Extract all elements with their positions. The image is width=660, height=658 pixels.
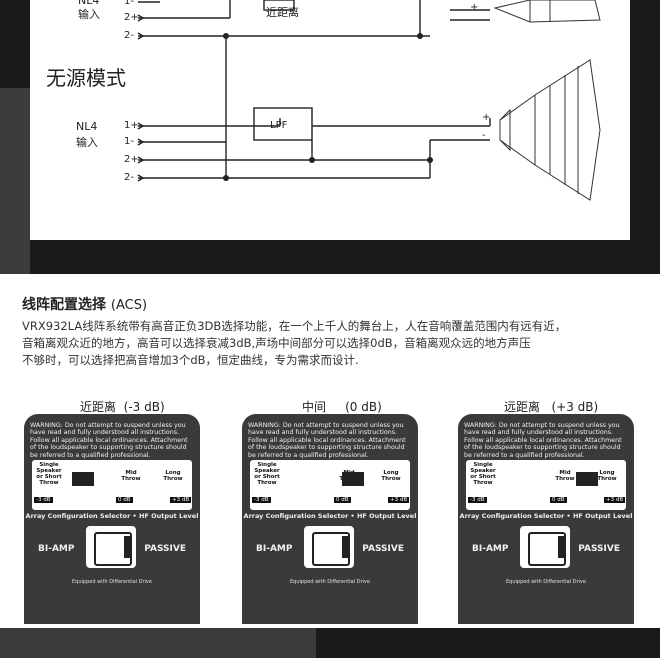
warning-text: WARNING: Do not attempt to suspend unles… (248, 422, 406, 459)
warning-text: WARNING: Do not attempt to suspend unles… (30, 422, 188, 459)
long-throw-label: Long Throw (381, 470, 401, 482)
acs-title-suffix: (ACS) (110, 298, 148, 313)
lpf-label: LPF (270, 120, 288, 131)
warning-text: WARNING: Do not attempt to suspend unles… (464, 422, 622, 459)
top-plus-sign: + (470, 2, 479, 13)
gray-accent-left (0, 88, 30, 274)
long-throw-label: Long Throw (597, 470, 617, 482)
biamp-label: BI-AMP (472, 544, 509, 554)
mid-throw-label: Mid Throw (555, 470, 575, 482)
pin-2-plus: 2+ (124, 154, 139, 165)
passive-label: PASSIVE (144, 544, 186, 554)
biamp-label: BI-AMP (256, 544, 293, 554)
mode-switch[interactable] (304, 526, 354, 568)
panel-caption-mid: 中间 (0 dB) (302, 400, 382, 414)
db-minus3: -3 dB (252, 497, 271, 503)
acs-slider-knob[interactable] (576, 472, 598, 486)
panel-caption-near: 近距离 (-3 dB) (80, 400, 165, 414)
acs-body-line-2: 音箱离观众近的地方，高音可以选择衰减3dB,声场中间部分可以选择0dB，音箱离观… (22, 336, 531, 350)
acs-caption: Array Configuration Selector • HF Output… (459, 512, 633, 520)
biamp-label: BI-AMP (38, 544, 75, 554)
panel-caption-far: 远距离 (+3 dB) (504, 400, 599, 414)
acs-panel-near: WARNING: Do not attempt to suspend unles… (24, 414, 200, 624)
acs-slider-knob[interactable] (72, 472, 94, 486)
db-minus3: -3 dB (468, 497, 487, 503)
top-pin-2: 2+ (124, 12, 139, 23)
acs-caption: Array Configuration Selector • HF Output… (243, 512, 417, 520)
wiring-diagram-lines (137, 0, 601, 201)
acs-caption: Array Configuration Selector • HF Output… (25, 512, 199, 520)
pin-1-minus: 1- (124, 136, 134, 147)
acs-title: 线阵配置选择 (ACS) (22, 294, 147, 314)
acs-switch-box: Single Speaker or Short Throw Mid Throw … (32, 460, 192, 510)
equipped-text: Equipped with Differential Drive (290, 579, 370, 585)
top-pin-3: 2- (124, 30, 134, 41)
minus-sign: - (482, 130, 486, 141)
mode-switch[interactable] (520, 526, 570, 568)
acs-panel-far: WARNING: Do not attempt to suspend unles… (458, 414, 634, 624)
horn-speaker-lower (499, 59, 601, 201)
short-throw-label: Single Speaker or Short Throw (254, 462, 280, 486)
db-plus3: +3 dB (604, 497, 626, 503)
equipped-text: Equipped with Differential Drive (506, 579, 586, 585)
bottom-band (0, 628, 660, 658)
acs-panel-mid: WARNING: Do not attempt to suspend unles… (242, 414, 418, 624)
passive-label: PASSIVE (362, 544, 404, 554)
equipped-text: Equipped with Differential Drive (72, 579, 152, 585)
short-throw-label: Single Speaker or Short Throw (470, 462, 496, 486)
db-plus3: +3 dB (388, 497, 410, 503)
top-pin-1: 1- (124, 0, 134, 7)
input-label-input: 输入 (76, 136, 98, 149)
acs-body-line-3: 不够时，可以选择把高音增加3个dB，恒定曲线，专为需求而设计. (22, 353, 359, 367)
mode-switch[interactable] (86, 526, 136, 568)
passive-mode-title: 无源模式 (46, 66, 126, 90)
db-zero: 0 dB (116, 497, 133, 503)
short-throw-label: Single Speaker or Short Throw (36, 462, 62, 486)
db-zero: 0 dB (334, 497, 351, 503)
acs-description: VRX932LA线阵系统带有高音正负3DB选择功能，在一个上千人的舞台上，人在音… (22, 318, 642, 369)
acs-slider-knob[interactable] (342, 472, 364, 486)
pin-2-minus: 2- (124, 172, 134, 183)
top-band: NL4 输入 1- 2+ 2- 近距离 无源模式 NL4 输入 1+ 1- 2+… (0, 0, 660, 274)
pin-1-plus: 1+ (124, 120, 139, 131)
input-label-nl4: NL4 (76, 120, 98, 133)
acs-switch-box: Single Speaker or Short Throw Mid Throw … (466, 460, 626, 510)
acs-body-line-1: VRX932LA线阵系统带有高音正负3DB选择功能，在一个上千人的舞台上，人在音… (22, 319, 567, 333)
horn-speaker-upper (493, 0, 601, 23)
db-zero: 0 dB (550, 497, 567, 503)
plus-sign: + (482, 112, 491, 123)
mid-throw-label: Mid Throw (121, 470, 141, 482)
near-label: 近距离 (266, 6, 299, 19)
db-minus3: -3 dB (34, 497, 53, 503)
long-throw-label: Long Throw (163, 470, 183, 482)
top-input-label-line2: 输入 (78, 8, 100, 21)
acs-title-text: 线阵配置选择 (22, 297, 106, 313)
passive-label: PASSIVE (578, 544, 620, 554)
acs-switch-box: Single Speaker or Short Throw Mid Throw … (250, 460, 410, 510)
top-input-label-line1: NL4 (78, 0, 100, 7)
db-plus3: +3 dB (170, 497, 192, 503)
bottom-gray-accent (0, 628, 316, 658)
wiring-diagram: NL4 输入 1- 2+ 2- 近距离 无源模式 NL4 输入 1+ 1- 2+… (30, 0, 630, 240)
